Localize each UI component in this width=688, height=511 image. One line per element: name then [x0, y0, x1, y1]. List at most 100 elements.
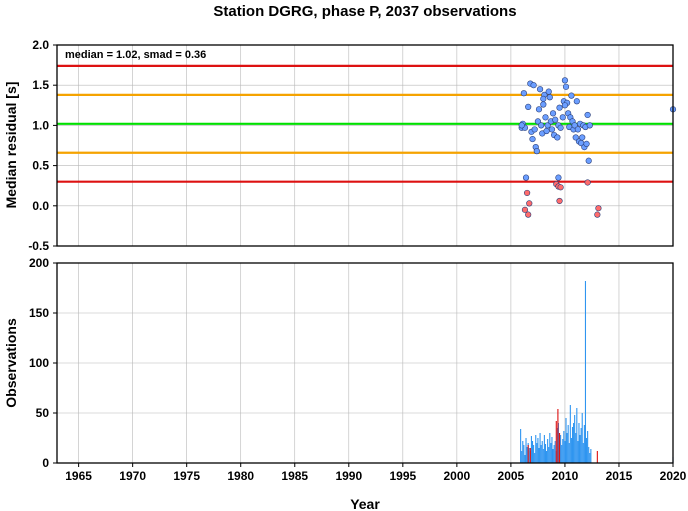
- bar: [526, 447, 528, 463]
- data-point: [559, 114, 566, 121]
- bar: [571, 427, 574, 463]
- data-point: [518, 122, 525, 129]
- data-point: [561, 77, 569, 84]
- data-point: [536, 86, 544, 93]
- bar: [557, 409, 559, 463]
- bar: [528, 448, 530, 463]
- bar: [523, 445, 525, 463]
- data-point: [521, 206, 529, 213]
- bar: [579, 435, 581, 463]
- bar: [568, 443, 570, 463]
- top-y-tick-label: -0.5: [28, 239, 49, 253]
- bar: [555, 421, 557, 463]
- bar: [588, 447, 590, 463]
- bar: [551, 437, 553, 463]
- top-y-tick-label: 2.0: [32, 38, 49, 52]
- data-point: [543, 127, 550, 135]
- top-y-tick-label: 1.5: [32, 78, 49, 92]
- data-point: [555, 174, 562, 181]
- bar: [566, 433, 568, 463]
- top-y-tick-label: 0.5: [32, 159, 49, 173]
- bar: [541, 441, 543, 463]
- data-point: [531, 126, 538, 133]
- x-tick-label: 1975: [173, 469, 200, 483]
- bar: [573, 423, 575, 463]
- bottom-y-tick-label: 150: [29, 306, 49, 320]
- data-point: [573, 98, 580, 105]
- data-point: [585, 157, 592, 164]
- data-point: [529, 135, 536, 143]
- bottom-y-tick-label: 200: [29, 256, 49, 270]
- bar: [585, 438, 588, 463]
- bottom-panel-bars: [520, 281, 674, 463]
- x-tick-label: 1990: [335, 469, 362, 483]
- x-tick-label: 1965: [65, 469, 92, 483]
- bar: [558, 433, 561, 463]
- bottom-y-tick-label: 0: [42, 456, 49, 470]
- bar: [562, 439, 564, 463]
- bar: [550, 443, 552, 463]
- data-point: [548, 126, 556, 133]
- data-point: [522, 174, 530, 181]
- bar: [561, 445, 563, 463]
- data-point: [535, 106, 543, 113]
- x-tick-label: 2020: [660, 469, 687, 483]
- data-point: [542, 114, 549, 121]
- bar: [563, 431, 565, 463]
- bar: [542, 449, 544, 463]
- x-axis-label: Year: [350, 496, 380, 511]
- bar: [540, 445, 542, 463]
- data-point: [568, 92, 575, 99]
- bar: [575, 433, 577, 463]
- bar: [565, 418, 567, 463]
- bar: [584, 281, 587, 463]
- data-point: [556, 104, 563, 111]
- bar: [534, 453, 536, 463]
- bar: [539, 433, 541, 463]
- bar: [570, 438, 572, 463]
- bar: [535, 435, 537, 463]
- bar: [560, 435, 562, 463]
- bar: [527, 445, 529, 463]
- bar: [522, 441, 524, 463]
- bar: [521, 451, 523, 463]
- bar: [546, 451, 548, 463]
- bar: [569, 405, 571, 463]
- bar: [581, 413, 583, 463]
- bar: [590, 449, 592, 463]
- bar: [544, 444, 547, 463]
- bar: [567, 425, 569, 463]
- data-point: [549, 110, 557, 117]
- data-point: [533, 148, 540, 155]
- chart-title: Station DGRG, phase P, 2037 observations: [213, 3, 516, 20]
- data-point: [540, 101, 547, 108]
- data-point: [544, 122, 551, 129]
- data-point: [538, 122, 545, 129]
- data-point: [579, 134, 586, 141]
- bar: [576, 408, 578, 463]
- bar: [524, 455, 526, 463]
- bar: [538, 448, 540, 463]
- top-y-tick-label: 1.0: [32, 118, 49, 132]
- data-point: [524, 189, 531, 197]
- bottom-y-axis-label: Observations: [3, 318, 19, 408]
- data-point: [561, 102, 569, 109]
- bar: [520, 429, 522, 463]
- bar: [549, 433, 551, 463]
- bar: [552, 449, 554, 463]
- top-panel-reference-lines: [57, 64, 673, 183]
- data-point: [545, 88, 552, 95]
- x-tick-label: 1985: [281, 469, 308, 483]
- data-point: [586, 122, 593, 129]
- data-point: [526, 200, 533, 207]
- bottom-panel-grid: [57, 262, 674, 464]
- bar: [564, 441, 566, 463]
- data-point: [572, 134, 579, 141]
- bottom-y-tick-label: 100: [29, 356, 49, 370]
- x-tick-label: 2010: [552, 469, 579, 483]
- bar: [574, 415, 576, 463]
- bar: [547, 439, 549, 463]
